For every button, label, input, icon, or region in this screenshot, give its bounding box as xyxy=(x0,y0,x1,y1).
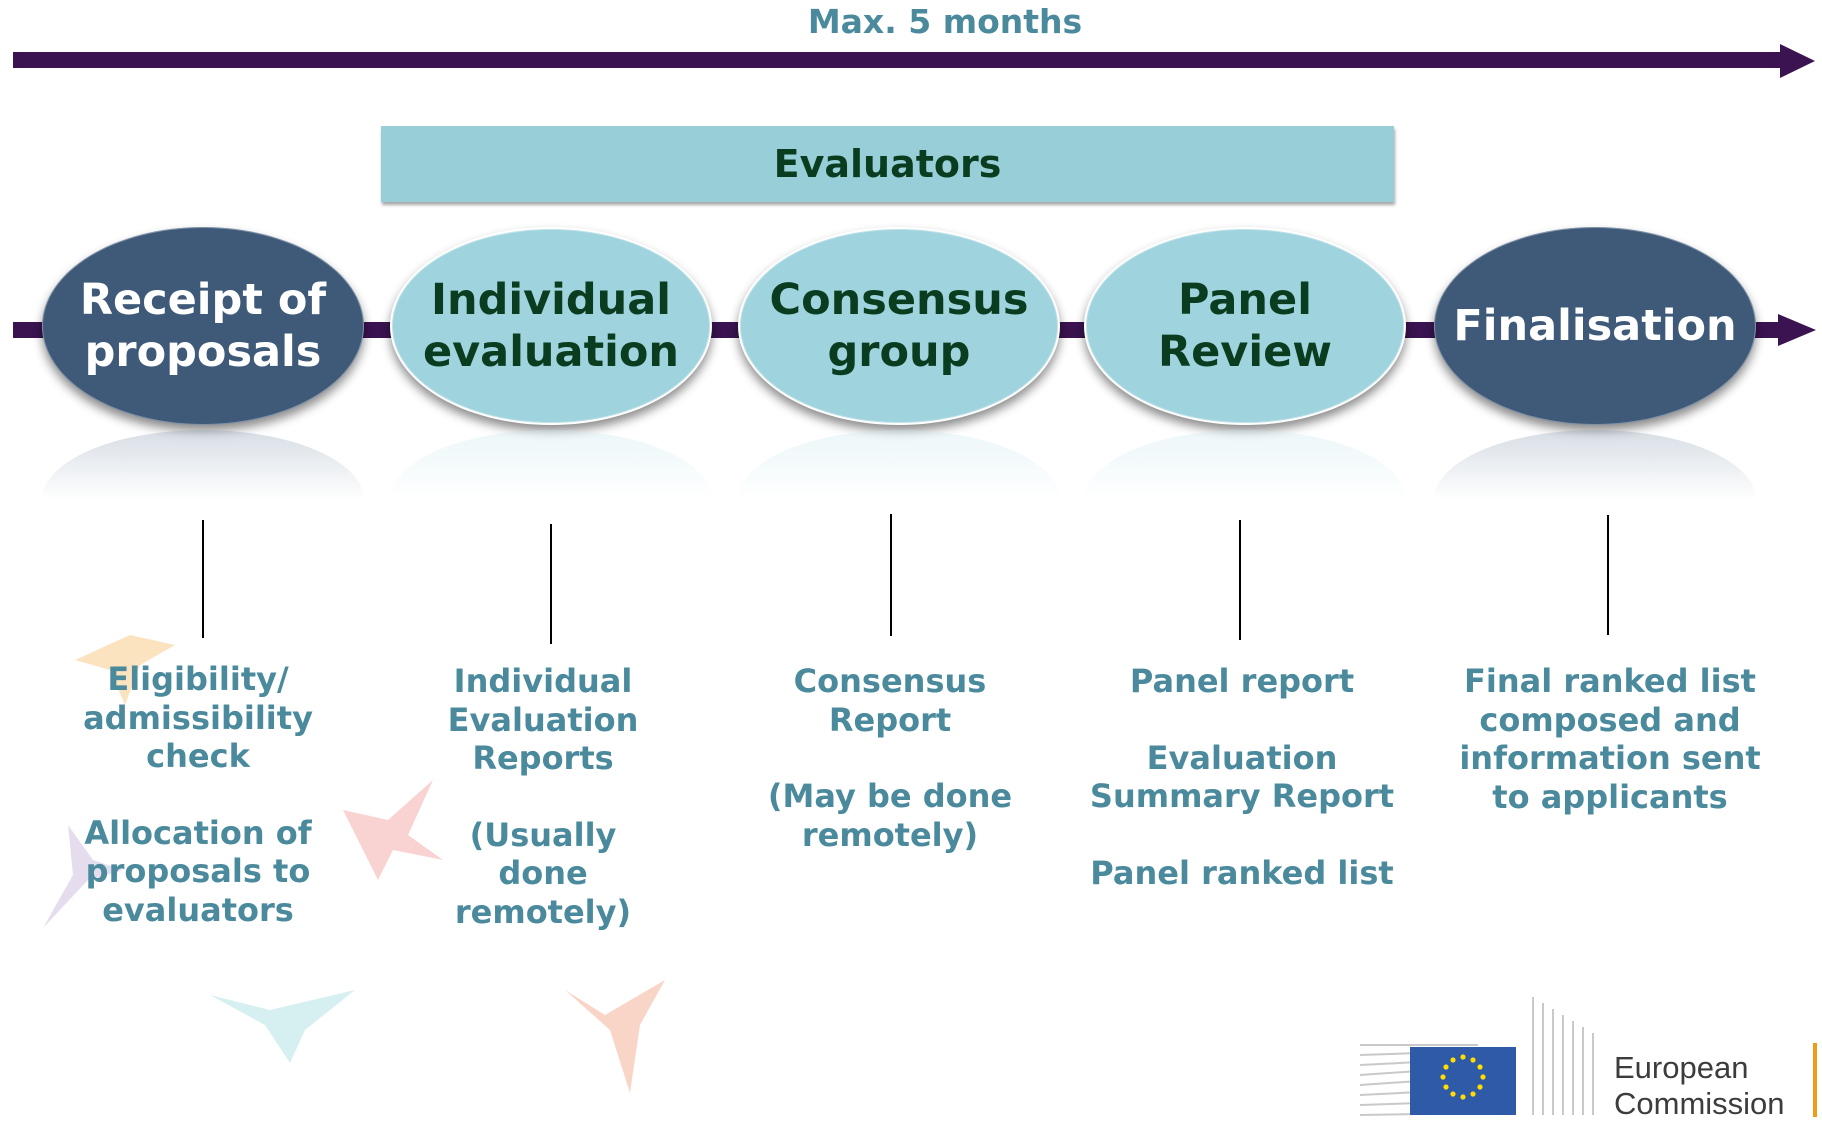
description-panel: Panel report Evaluation Summary Report P… xyxy=(1072,662,1412,892)
description-text: (Usually done remotely) xyxy=(454,815,632,931)
description-text: (May be done remotely) xyxy=(767,777,1013,854)
bird-decoration-yellow xyxy=(75,635,175,705)
stage-receipt-of-proposals: Receipt of proposals xyxy=(42,227,364,425)
stage-reflection xyxy=(1084,430,1406,500)
bird-decoration-coral xyxy=(565,980,665,1093)
evaluators-banner: Evaluators xyxy=(381,126,1394,202)
stage-reflection xyxy=(1434,430,1756,500)
european-commission-logo xyxy=(1359,997,1817,1117)
description-text: Evaluation Summary Report xyxy=(1089,738,1395,816)
connector-line xyxy=(890,514,892,636)
stage-label: Panel Review xyxy=(1158,275,1332,377)
stage-label: Receipt of proposals xyxy=(79,275,327,377)
stage-reflection xyxy=(42,430,364,500)
bird-decoration-lilac xyxy=(43,825,123,928)
timeline-arrow xyxy=(13,44,1815,78)
connector-line xyxy=(202,520,204,638)
description-receipt: Eligibility/ admissibility check Allocat… xyxy=(48,660,348,929)
bird-decoration-pink xyxy=(343,780,443,880)
description-text: Individual Evaluation Reports xyxy=(447,662,639,777)
connector-line xyxy=(1239,520,1241,640)
description-text: Eligibility/ admissibility check xyxy=(83,660,313,775)
stage-individual-evaluation: Individual evaluation xyxy=(390,227,712,425)
connector-line xyxy=(1607,515,1609,635)
timeline-duration-label: Max. 5 months xyxy=(807,2,1083,41)
stage-label: Individual evaluation xyxy=(422,275,680,377)
description-text: Panel report xyxy=(1129,662,1355,700)
logo-line-2: Commission xyxy=(1614,1086,1785,1121)
description-text: Panel ranked list xyxy=(1090,853,1394,892)
description-individual: Individual Evaluation Reports (Usually d… xyxy=(393,662,693,931)
logo-line-1: European xyxy=(1614,1050,1749,1085)
stage-label: Finalisation xyxy=(1453,301,1737,351)
description-finalisation: Final ranked list composed and informati… xyxy=(1440,662,1780,816)
stage-label: Consensus group xyxy=(769,275,1029,377)
connector-line xyxy=(550,524,552,644)
stage-finalisation: Finalisation xyxy=(1434,227,1756,425)
description-text: Final ranked list composed and informati… xyxy=(1459,662,1761,816)
description-consensus: Consensus Report (May be done remotely) xyxy=(730,662,1050,854)
stage-panel-review: Panel Review xyxy=(1084,227,1406,425)
stage-reflection xyxy=(738,430,1060,500)
description-text: Consensus Report xyxy=(793,662,987,739)
description-text: Allocation of proposals to evaluators xyxy=(84,813,312,929)
stage-consensus-group: Consensus group xyxy=(738,227,1060,425)
bird-decoration-cyan xyxy=(210,990,355,1063)
stage-reflection xyxy=(390,430,712,500)
european-commission-wordmark: European Commission xyxy=(1614,1050,1785,1122)
